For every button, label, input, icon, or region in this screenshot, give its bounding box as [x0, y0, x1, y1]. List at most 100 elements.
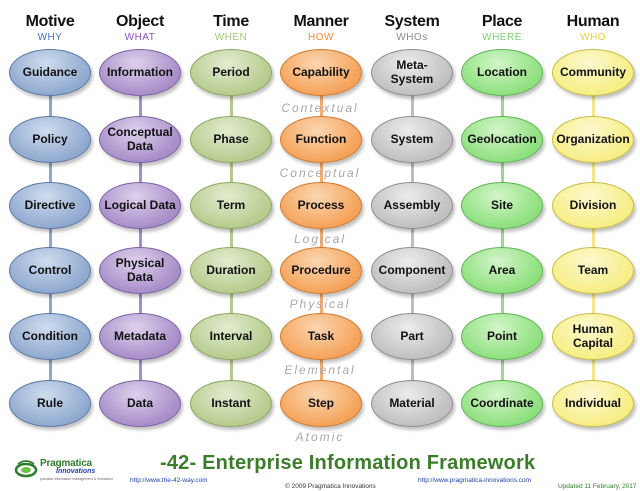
node-label: Step: [307, 395, 334, 410]
column-title: Time: [213, 13, 249, 30]
node-label: Guidance: [22, 64, 78, 79]
node-label: Procedure: [291, 262, 351, 277]
node-label: Metadata: [113, 328, 166, 343]
node-conceptual-data: Conceptual Data: [99, 116, 181, 163]
node-procedure: Procedure: [280, 247, 362, 294]
node-geolocation: Geolocation: [461, 116, 543, 163]
node-label: Physical Data: [115, 255, 165, 284]
node-label: Area: [488, 262, 516, 277]
column-connector-line: [501, 70, 504, 405]
node-human-capital: Human Capital: [552, 313, 634, 360]
node-component: Component: [371, 247, 453, 294]
node-label: Location: [477, 64, 527, 79]
node-label: Logical Data: [104, 197, 176, 212]
node-logical-data: Logical Data: [99, 182, 181, 229]
node-label: Term: [216, 197, 246, 212]
node-period: Period: [190, 49, 272, 96]
node-label: Material: [389, 395, 435, 410]
node-label: Policy: [32, 131, 68, 146]
node-location: Location: [461, 49, 543, 96]
node-team: Team: [552, 247, 634, 294]
node-label: Phase: [213, 131, 249, 146]
link-the-42-way[interactable]: http://www.the-42-way.com: [130, 477, 208, 484]
node-label: Task: [307, 328, 335, 343]
node-site: Site: [461, 182, 543, 229]
framework-title: -42- Enterprise Information Framework: [160, 452, 536, 474]
level-label-physical: Physical: [289, 297, 351, 311]
copyright-text: © 2009 Pragmatica Innovations: [285, 483, 376, 490]
level-label-atomic: Atomic: [295, 430, 345, 444]
column-connector-line: [230, 70, 233, 405]
node-label: Meta-System: [390, 57, 434, 86]
column-connector-line: [139, 70, 142, 405]
logo-name: Pragmatica: [40, 458, 92, 469]
node-division: Division: [552, 182, 634, 229]
column-title: Place: [481, 13, 523, 30]
node-guidance: Guidance: [9, 49, 91, 96]
node-data: Data: [99, 380, 181, 427]
column-subtitle: WHO: [580, 32, 606, 43]
node-step: Step: [280, 380, 362, 427]
node-label: Function: [295, 131, 347, 146]
level-label-logical: Logical: [293, 232, 347, 246]
column-connector-line: [49, 70, 52, 405]
logo-swirl-icon: [14, 460, 38, 478]
updated-date: Updated 11 February, 2017: [558, 483, 637, 490]
level-label-elemental: Elemental: [284, 363, 356, 377]
logo-name-2: Innovations: [56, 468, 96, 475]
column-title: Object: [116, 13, 164, 30]
column-title: Manner: [293, 13, 349, 30]
node-metadata: Metadata: [99, 313, 181, 360]
node-function: Function: [280, 116, 362, 163]
node-control: Control: [9, 247, 91, 294]
node-label: Process: [297, 197, 345, 212]
node-label: Condition: [22, 328, 78, 343]
node-label: Community: [560, 64, 626, 79]
node-meta-system: Meta-System: [371, 49, 453, 96]
node-process: Process: [280, 182, 362, 229]
node-label: Geolocation: [467, 131, 537, 146]
node-directive: Directive: [9, 182, 91, 229]
node-community: Community: [552, 49, 634, 96]
node-label: Division: [569, 197, 617, 212]
column-subtitle: WHOs: [396, 32, 428, 43]
node-information: Information: [99, 49, 181, 96]
node-label: Data: [126, 395, 153, 410]
link-pragmatica[interactable]: http://www.pragmatica-innovations.com: [418, 477, 532, 484]
node-label: Control: [28, 262, 72, 277]
column-connector-line: [411, 70, 414, 405]
node-label: Period: [212, 64, 250, 79]
node-label: Part: [400, 328, 424, 343]
node-coordinate: Coordinate: [461, 380, 543, 427]
column-subtitle: HOW: [308, 32, 334, 43]
level-label-conceptual: Conceptual: [279, 166, 361, 180]
column-title: Human: [566, 13, 620, 30]
node-point: Point: [461, 313, 543, 360]
node-label: Duration: [206, 262, 256, 277]
level-label-contextual: Contextual: [281, 101, 359, 115]
node-label: Assembly: [383, 197, 441, 212]
node-assembly: Assembly: [371, 182, 453, 229]
node-label: Individual: [564, 395, 621, 410]
node-label: Component: [378, 262, 446, 277]
node-label: Point: [487, 328, 517, 343]
node-label: Rule: [36, 395, 63, 410]
node-condition: Condition: [9, 313, 91, 360]
node-label: Capability: [292, 64, 350, 79]
column-connector-line: [592, 70, 595, 405]
node-system: System: [371, 116, 453, 163]
node-label: Information: [107, 64, 173, 79]
node-organization: Organization: [552, 116, 634, 163]
node-label: Conceptual Data: [107, 124, 173, 153]
node-label: Organization: [556, 131, 630, 146]
node-phase: Phase: [190, 116, 272, 163]
logo-tagline: practical information management & innov…: [40, 477, 113, 481]
node-instant: Instant: [190, 380, 272, 427]
